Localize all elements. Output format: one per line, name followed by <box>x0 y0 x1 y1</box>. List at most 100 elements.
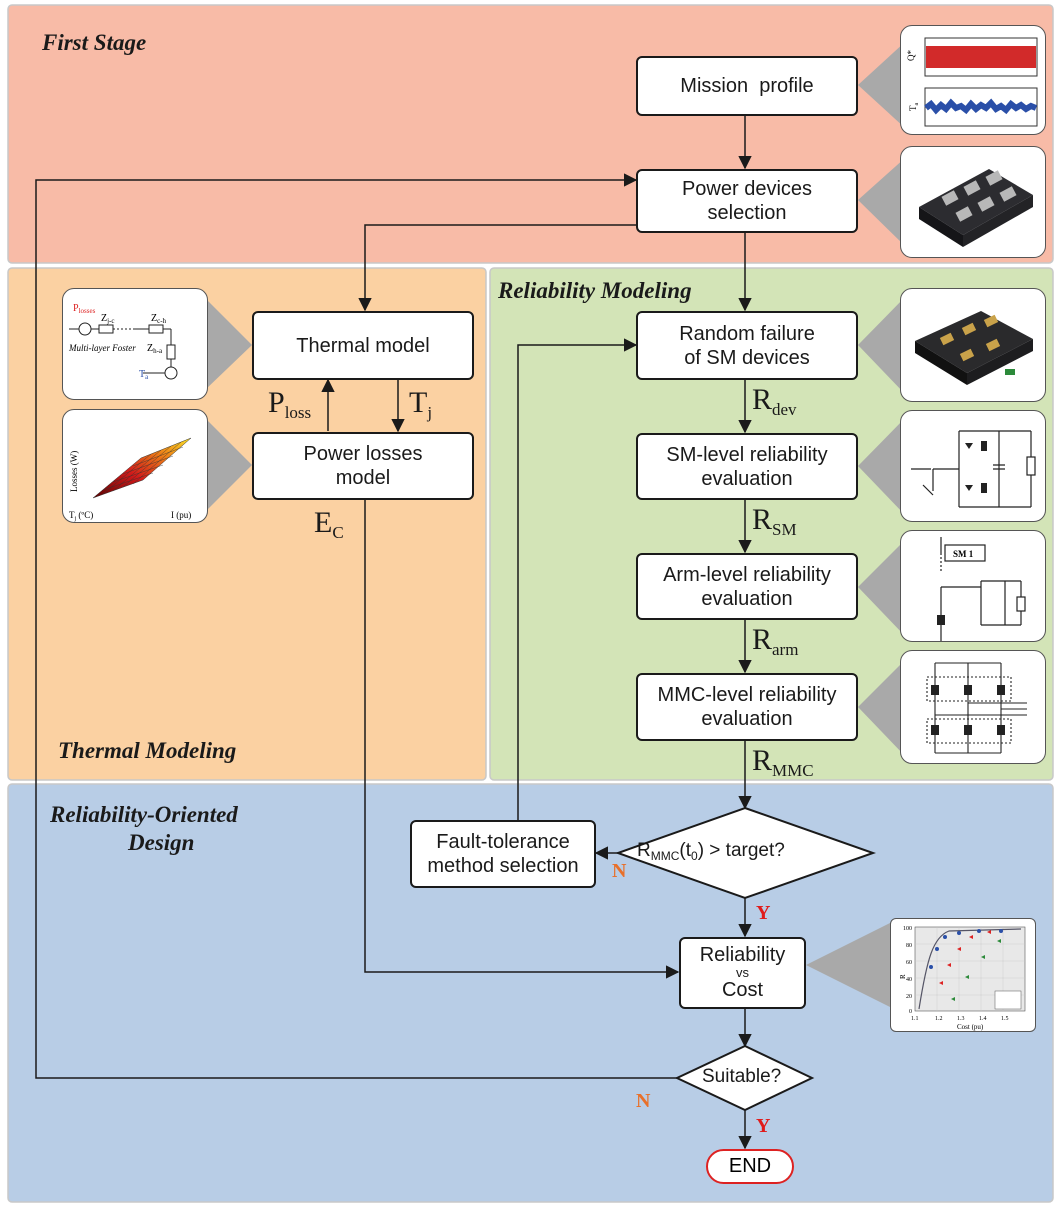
rmmc-symbol: RMMC <box>752 744 814 780</box>
arm-sm-label: SM 1 <box>953 549 974 559</box>
fault-tolerance-line1: Fault-tolerance <box>436 831 570 853</box>
foster-caption: Multi-layer Foster <box>68 343 136 353</box>
power-losses-box[interactable]: Power losses model <box>252 432 474 500</box>
mmc-circuit-diagram <box>926 662 1027 754</box>
mmc-level-box[interactable]: MMC-level reliability evaluation <box>636 673 858 741</box>
branch-n-suitable: N <box>636 1090 651 1112</box>
mission-t-base: T <box>908 105 918 111</box>
decision-t-open: (t <box>679 840 692 861</box>
decision-target-label[interactable]: RMMC(t0) > target? <box>637 840 785 863</box>
rdev-base: R <box>752 383 773 416</box>
foster-zha-sub: h-a <box>153 347 163 355</box>
sm-level-line1: SM-level reliability <box>666 443 828 466</box>
foster-p-sub: losses <box>79 307 96 315</box>
foster-zha-base: Z <box>147 343 153 354</box>
foster-plosses: Plosses <box>73 303 96 315</box>
foster-network-thumb: Plosses Zj-c Zc-h Zh-a Multi-layer Foste… <box>62 288 208 400</box>
foster-zjc: Zj-c <box>101 313 115 325</box>
cost-ytick-5: 0 <box>909 1009 912 1015</box>
rarm-symbol: Rarm <box>752 625 799 659</box>
ec-base: E <box>314 506 333 539</box>
thermal-model-box[interactable]: Thermal model <box>252 311 474 380</box>
rmmc-base: R <box>752 744 773 777</box>
foster-zjc-base: Z <box>101 313 107 324</box>
wedge-mission <box>858 42 905 128</box>
thermal-model-label: Thermal model <box>296 334 430 357</box>
arm-level-line2: evaluation <box>701 587 793 610</box>
mission-profile-label: Mission profile <box>680 75 814 97</box>
cost-ylabel: R <box>899 974 907 979</box>
wedge-mmc <box>858 660 905 756</box>
losses-x1-base: T <box>69 510 75 520</box>
cost-ytick-2: 60 <box>906 960 912 966</box>
rsm-base: R <box>752 503 773 536</box>
sm-circuit-diagram <box>911 430 1036 508</box>
tj-symbol: Tj <box>409 386 432 422</box>
igbt-module-thumb <box>900 146 1046 258</box>
wedge-random <box>858 297 905 394</box>
design-title-line1: Reliability-Oriented <box>50 802 238 827</box>
cost-xlabel: Cost (pu) <box>957 1023 984 1031</box>
cost-xtick-1: 1.2 <box>935 1016 943 1022</box>
sm-level-box[interactable]: SM-level reliability evaluation <box>636 433 858 500</box>
cost-ytick-1: 80 <box>906 943 912 949</box>
mission-t-sub: a <box>914 103 920 106</box>
random-failure-box[interactable]: Random failure of SM devices <box>636 311 858 380</box>
sm-level-line2: evaluation <box>701 467 793 490</box>
mmc-level-line1: MMC-level reliability <box>657 684 837 706</box>
cost-scatter-plot: R Cost (pu) 1.1 1.2 1.3 1.4 1.5 100 80 6… <box>899 926 1026 1031</box>
end-terminal[interactable]: END <box>706 1149 794 1184</box>
rarm-sub: arm <box>772 640 799 659</box>
foster-zch-sub: c-h <box>157 317 166 325</box>
decision-r-base: R <box>637 840 651 861</box>
fault-tolerance-box[interactable]: Fault-tolerance method selection <box>410 820 596 888</box>
ploss-base: P <box>268 386 285 419</box>
wedge-thermal <box>205 298 252 390</box>
sm-device-picture <box>915 311 1033 385</box>
igbt-module-picture <box>919 169 1033 247</box>
foster-zch: Zc-h <box>151 313 167 325</box>
arrow-ec-cost <box>364 500 680 979</box>
power-devices-box[interactable]: Power devices selection <box>636 169 858 233</box>
foster-zjc-sub: j-c <box>106 317 114 325</box>
cost-ytick-4: 20 <box>906 994 912 1000</box>
mission-q-label: Q* <box>906 50 916 61</box>
foster-p-base: P <box>73 303 79 314</box>
power-losses-line2: model <box>335 467 391 489</box>
power-devices-line2: selection <box>707 202 787 224</box>
fault-tolerance-line2: method selection <box>427 855 579 877</box>
power-devices-line1: Power devices <box>681 178 813 200</box>
cost-ytick-0: 100 <box>903 926 912 932</box>
random-failure-line2: of SM devices <box>684 346 810 369</box>
branch-y-cost: Y <box>756 902 771 924</box>
wedge-sm <box>858 418 905 515</box>
mission-profile-box[interactable]: Mission profile <box>636 56 858 116</box>
arm-circuit-thumb: SM 1 <box>900 530 1046 642</box>
foster-ta-base: T <box>139 369 145 380</box>
rsm-symbol: RSM <box>752 503 797 539</box>
losses-x1-unit: (ºC) <box>76 510 93 520</box>
mission-profile-thumb: Q* Ta <box>900 25 1046 135</box>
mission-t-label: Ta <box>908 103 920 112</box>
design-title-line2: Design <box>128 830 195 855</box>
reliability-vs-line1: Reliability <box>699 944 786 967</box>
first-stage-title: First Stage <box>42 30 147 55</box>
rdev-symbol: Rdev <box>752 383 797 419</box>
mmc-level-line2: evaluation <box>701 708 793 730</box>
losses-x1-label: Tj (ºC) <box>69 510 93 522</box>
ploss-symbol: Ploss <box>268 386 312 422</box>
losses-surface-plot: Losses (W) Tj (ºC) I (pu) <box>69 437 191 522</box>
arrow-fault-random <box>517 338 638 820</box>
cost-xtick-4: 1.5 <box>1001 1016 1009 1022</box>
reliability-vs-cost-box[interactable]: Reliability vs Cost <box>679 937 806 1009</box>
foster-zch-base: Z <box>151 313 157 324</box>
rmmc-sub: MMC <box>772 761 814 780</box>
ec-symbol: EC <box>314 506 344 542</box>
arrow-power-thermal <box>358 224 636 312</box>
arm-level-box[interactable]: Arm-level reliability evaluation <box>636 553 858 620</box>
ploss-sub: loss <box>284 403 312 422</box>
decision-suitable-label[interactable]: Suitable? <box>702 1066 782 1087</box>
tj-base: T <box>409 386 428 419</box>
